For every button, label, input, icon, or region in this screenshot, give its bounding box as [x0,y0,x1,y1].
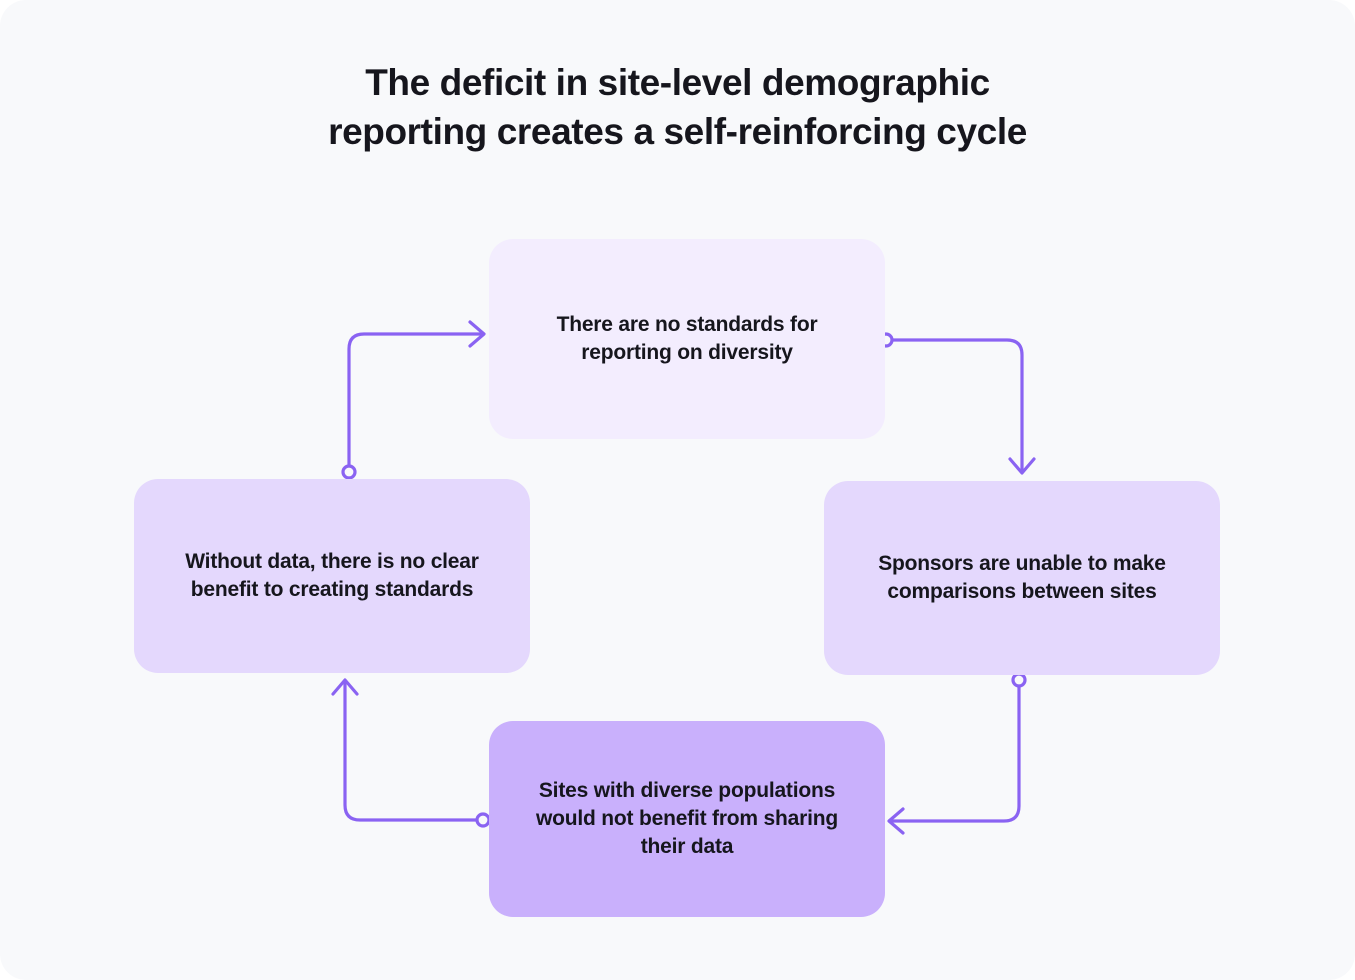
edge-right-to-bottom [887,672,1027,835]
edge-source-dot [341,464,357,480]
arrow-up-icon [331,678,359,696]
edge-source-dot [475,812,491,828]
arrow-down-icon [1008,457,1036,475]
node-sponsors-comparisons[interactable]: Sponsors are unable to make comparisons … [824,481,1220,675]
arrow-left-icon [887,807,905,835]
page-title: The deficit in site-level demographic re… [328,62,1027,153]
node-label: There are no standards for reporting on … [556,313,818,364]
edge-left-to-top [341,320,486,480]
edge-source-dot [1011,672,1027,688]
node-no-standards[interactable]: There are no standards for reporting on … [489,239,885,439]
node-label: Sites with diverse populations would not… [536,779,838,858]
node-no-clear-benefit[interactable]: Without data, there is no clear benefit … [134,479,530,673]
node-label: Sponsors are unable to make comparisons … [878,552,1166,603]
edge-top-to-right [878,332,1036,475]
node-sites-no-benefit[interactable]: Sites with diverse populations would not… [489,721,885,917]
arrow-right-icon [468,320,486,348]
node-label: Without data, there is no clear benefit … [185,550,479,601]
edge-bottom-to-left [331,678,491,828]
